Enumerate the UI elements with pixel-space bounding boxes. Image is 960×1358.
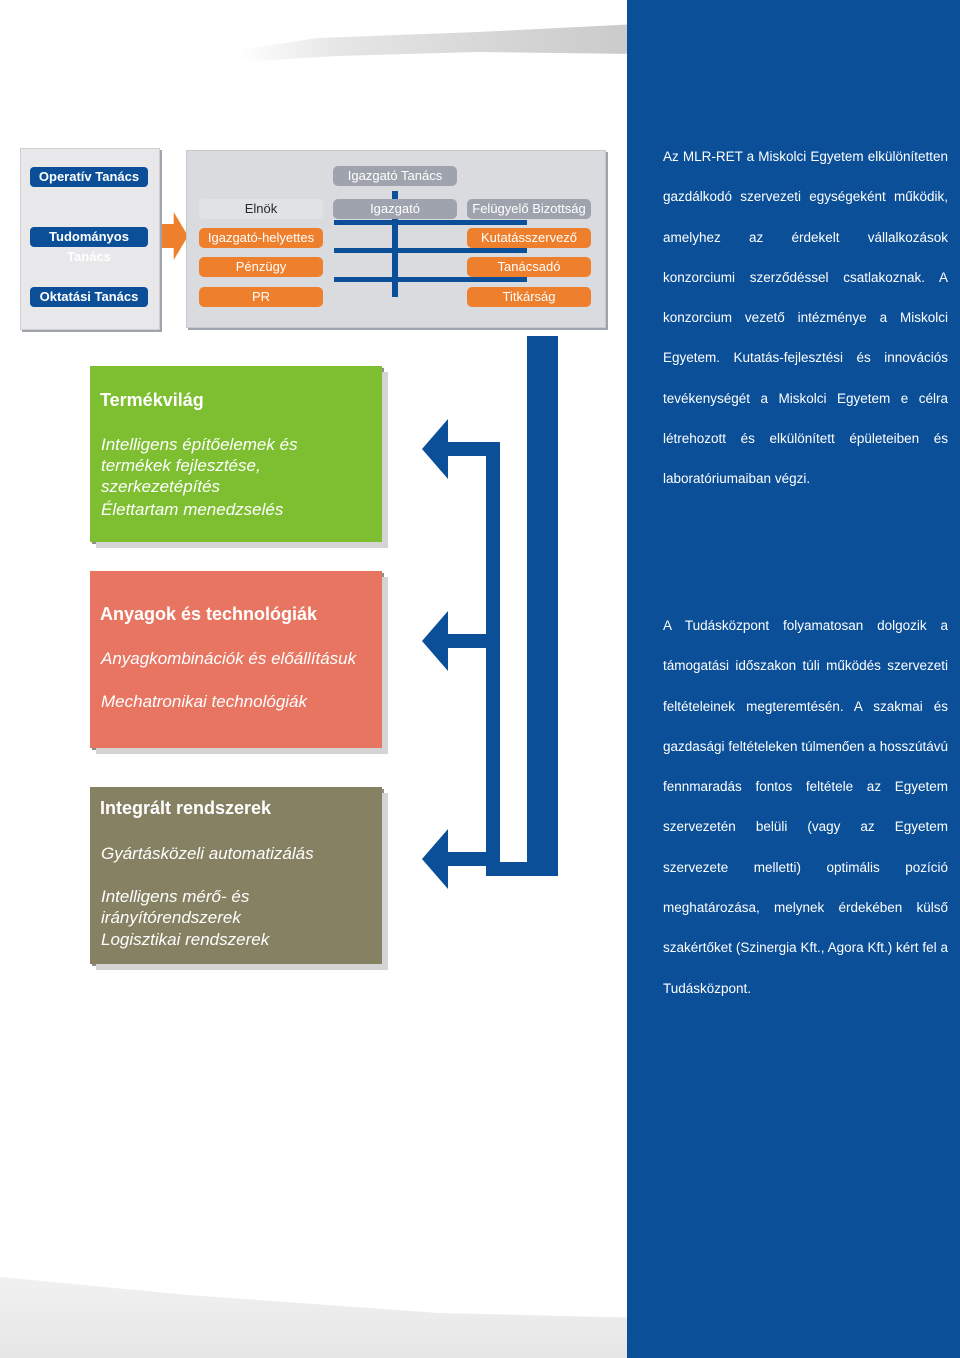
arrow-shaft-2 (445, 634, 500, 648)
org-elnok: Elnök (199, 199, 323, 219)
inner-vertical-bar (486, 442, 500, 875)
org-board: Igazgató Tanács (333, 166, 457, 186)
org-chart-box: Igazgató Tanács Elnök Igazgató Felügyelő… (186, 150, 606, 328)
org-penzugy: Pénzügy (199, 257, 323, 277)
block-item: Mechatronikai technológiák (101, 692, 308, 711)
council-oktatasi: Oktatási Tanács (30, 287, 148, 307)
block-item: Gyártásközeli automatizálás (101, 844, 314, 863)
org-tanacsado: Tanácsadó (467, 257, 591, 277)
org-connector-3 (334, 277, 527, 282)
org-connector-2 (334, 248, 527, 253)
bottom-connector-bar (486, 862, 558, 876)
org-pr: PR (199, 287, 323, 307)
block-item: Intelligens mérő- és irányítórendszerek (101, 887, 250, 927)
block-termekvilag: Termékvilág Intelligens építőelemek és t… (90, 366, 382, 542)
vertical-trunk-bar (527, 336, 558, 876)
right-paragraph-1: Az MLR-RET a Miskolci Egyetem elkülöníte… (663, 149, 948, 487)
block-integralt: Integrált rendszerek Gyártásközeli autom… (90, 787, 382, 964)
council-tudomanyos: Tudományos Tanács (30, 227, 148, 264)
orange-arrow-icon (162, 212, 188, 260)
org-trunk-line (392, 191, 398, 297)
council-operativ: Operatív Tanács (30, 167, 148, 187)
org-igazgato-helyettes: Igazgató-helyettes (199, 228, 323, 248)
arrow-head-left-icon (422, 611, 448, 671)
org-titkarsag: Titkárság (467, 287, 591, 307)
decorative-brush-top (238, 24, 638, 62)
block-item: Élettartam menedzselés (101, 500, 284, 519)
block-item: Anyagkombinációk és előállításuk (101, 649, 357, 668)
org-kutatasszervezo: Kutatásszervező (467, 228, 591, 248)
block-title: Termékvilág (100, 390, 204, 410)
council-box: Operatív Tanács Tudományos Tanács Oktatá… (20, 148, 160, 330)
org-felugyelo: Felügyelő Bizottság (467, 199, 591, 219)
right-paragraph-2: A Tudásközpont folyamatosan dolgozik a t… (663, 618, 948, 996)
block-item: Logisztikai rendszerek (101, 930, 270, 949)
arrow-head-left-icon (422, 829, 448, 889)
block-title: Anyagok és technológiák (100, 604, 318, 624)
block-anyagok: Anyagok és technológiák Anyagkombinációk… (90, 571, 382, 748)
block-item: Intelligens építőelemek és termékek fejl… (101, 435, 298, 496)
org-igazgato: Igazgató (333, 199, 457, 219)
decorative-brush-bottom (0, 1277, 627, 1358)
org-connector-1 (334, 220, 527, 225)
right-blue-panel (627, 0, 960, 1358)
block-title: Integrált rendszerek (100, 798, 272, 818)
arrow-head-left-icon (422, 419, 448, 479)
